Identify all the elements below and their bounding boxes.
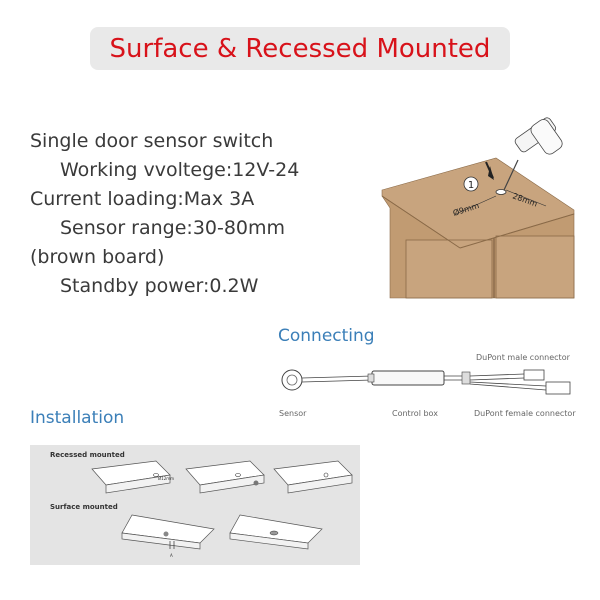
spec-line-current: Current loading:Max 3A <box>30 188 255 210</box>
recessed-board-3 <box>273 460 353 494</box>
surface-board-1: A <box>121 514 215 558</box>
installation-title: Installation <box>30 408 125 428</box>
drill-hole <box>495 189 507 195</box>
dupont-male-label: DuPont male connector <box>476 353 570 362</box>
cabinet-drill-diagram: 1 Ø9mm 28mm <box>381 117 575 299</box>
title-banner: Surface & Recessed Mounted <box>90 27 510 70</box>
spec-line-board: (brown board) <box>30 246 165 268</box>
spec-list: Single door sensor switch Working vvolte… <box>30 127 360 301</box>
step-badge <box>463 176 479 192</box>
recessed-board-2 <box>185 460 265 494</box>
surface-board-2 <box>229 514 323 550</box>
spec-line-voltage: Working vvoltege:12V-24 <box>60 159 300 181</box>
step-number: 1 <box>468 180 474 191</box>
recessed-hole-label: Ø12mm <box>158 476 174 481</box>
banner-title: Surface & Recessed Mounted <box>109 33 491 64</box>
surface-label: Surface mounted <box>50 503 118 511</box>
dupont-male-connector-icon <box>523 369 545 381</box>
drill-icon <box>503 117 563 191</box>
control-box-icon <box>371 370 445 386</box>
installation-panel: Recessed mounted Surface mounted Ø12mm <box>30 445 360 565</box>
surface-sensor-icon <box>163 531 169 537</box>
recessed-sensor-insert-icon <box>253 480 259 486</box>
control-box-label: Control box <box>392 409 438 418</box>
dupont-female-label: DuPont female connector <box>474 409 576 418</box>
dupont-female-connector-icon <box>545 381 571 395</box>
cabinet-door-left <box>405 239 493 299</box>
sensor-label: Sensor <box>279 409 307 418</box>
recessed-label: Recessed mounted <box>50 451 125 459</box>
spec-line-product: Single door sensor switch <box>30 130 274 152</box>
spec-line-standby: Standby power:0.2W <box>60 275 259 297</box>
surface-marker: A <box>170 553 173 558</box>
connecting-title: Connecting <box>278 326 375 346</box>
wiring-diagram <box>281 369 571 395</box>
recessed-board-1: Ø12mm <box>91 460 174 494</box>
cabinet-door-right <box>495 235 575 299</box>
spec-line-range: Sensor range:30-80mm <box>60 217 286 239</box>
installation-diagram: Ø12mm A <box>91 460 353 558</box>
